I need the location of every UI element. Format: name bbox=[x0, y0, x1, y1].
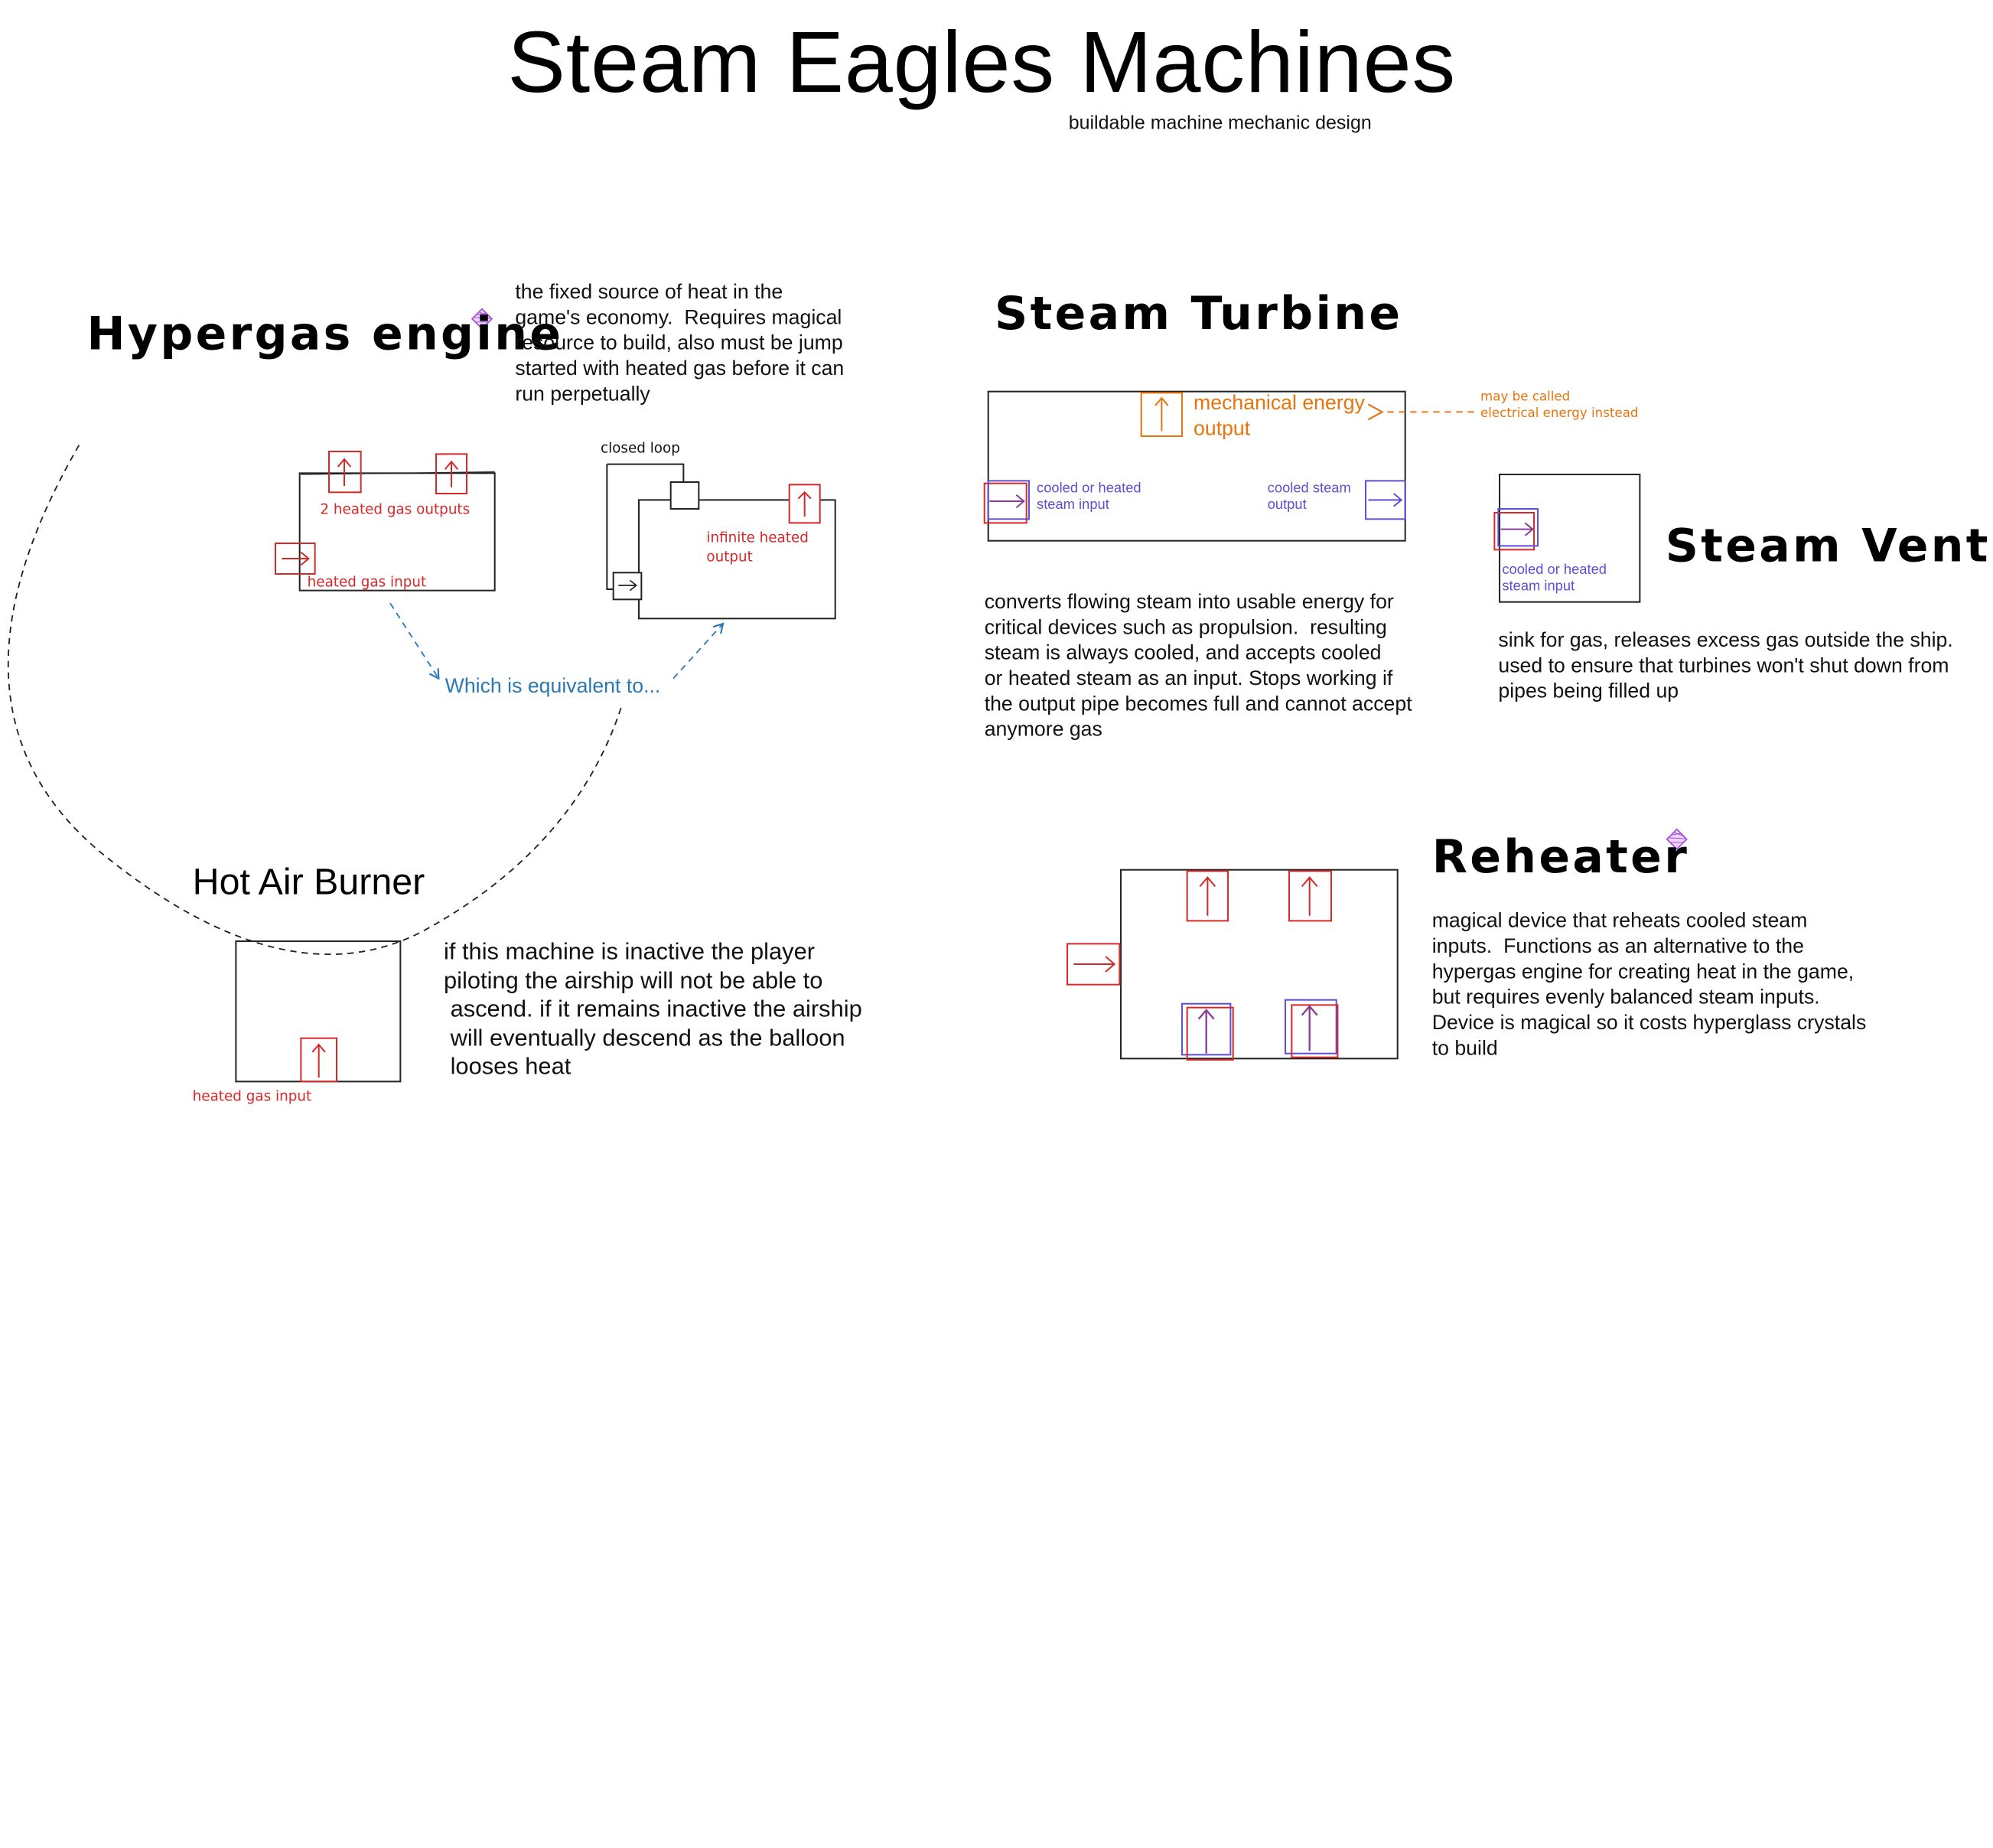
burner-heading: Hot Air Burner bbox=[192, 862, 425, 904]
vent-steam-input-port bbox=[1493, 508, 1539, 551]
vent-input-label: cooled or heated steam input bbox=[1502, 562, 1607, 595]
hypergas-input-label: heated gas input bbox=[307, 574, 427, 591]
burner-input-label: heated gas input bbox=[192, 1087, 312, 1105]
hypergas-input-port bbox=[275, 543, 316, 575]
turbine-box bbox=[987, 390, 1406, 542]
reheater-heading: Reheater bbox=[1431, 831, 1690, 885]
hypergas-output-port-2 bbox=[435, 453, 468, 495]
reheater-steam-input-port-2 bbox=[1285, 999, 1339, 1058]
burner-input-port bbox=[300, 1037, 338, 1083]
burner-description: if this machine is inactive the player p… bbox=[444, 937, 862, 1080]
turbine-mech-output-label: mechanical energy output bbox=[1194, 393, 1365, 440]
closed-loop-label: closed loop bbox=[601, 440, 680, 457]
turbine-steam-output-port bbox=[1365, 480, 1406, 520]
turbine-output-label: cooled steam output bbox=[1267, 481, 1351, 513]
reheater-box bbox=[1120, 869, 1399, 1060]
vent-description: sink for gas, releases excess gas outsid… bbox=[1498, 630, 1953, 703]
diagram-canvas bbox=[7, 308, 1688, 1083]
hypergas-heading: Hypergas engine bbox=[86, 308, 564, 361]
turbine-steam-input-port bbox=[983, 480, 1031, 524]
hypergas-description: the fixed source of heat in the game's e… bbox=[515, 282, 845, 406]
turbine-mech-output-port bbox=[1140, 392, 1184, 438]
infinite-output-port bbox=[788, 484, 821, 524]
vent-box bbox=[1499, 474, 1641, 603]
reheater-description: magical device that reheats cooled steam… bbox=[1431, 911, 1867, 1061]
reheater-output-port-2 bbox=[1288, 870, 1333, 922]
closed-loop-back-box bbox=[606, 463, 685, 591]
vent-heading: Steam Vent bbox=[1665, 520, 1991, 573]
crystal-icon bbox=[1666, 828, 1688, 850]
infinite-output-label: infinite heated output bbox=[706, 529, 809, 565]
turbine-heading: Steam Turbine bbox=[995, 288, 1403, 341]
page-subtitle: buildable machine mechanic design bbox=[1068, 112, 1372, 135]
hypergas-outputs-label: 2 heated gas outputs bbox=[320, 501, 471, 518]
page-title: Steam Eagles Machines bbox=[507, 14, 1456, 112]
turbine-input-label: cooled or heated steam input bbox=[1037, 481, 1141, 513]
equivalence-arrow-in bbox=[389, 602, 440, 680]
equivalence-arrow-out bbox=[672, 622, 725, 680]
equivalence-label: Which is equivalent to... bbox=[445, 676, 661, 698]
closed-loop-front-box bbox=[638, 499, 836, 620]
crystal-icon bbox=[471, 308, 493, 330]
reheater-input-port bbox=[1067, 943, 1121, 986]
hypergas-dashed-arc bbox=[7, 445, 624, 955]
reheater-steam-input-port-1 bbox=[1181, 1002, 1234, 1061]
closed-loop-bottom-port bbox=[612, 572, 643, 601]
hypergas-output-port-1 bbox=[328, 451, 362, 494]
hypergas-engine-box bbox=[298, 471, 496, 592]
reheater-output-port-1 bbox=[1186, 870, 1229, 922]
turbine-note: may be called electrical energy instead bbox=[1480, 390, 1639, 422]
turbine-description: converts flowing steam into usable energ… bbox=[984, 592, 1412, 741]
closed-loop-top-port bbox=[669, 481, 700, 510]
